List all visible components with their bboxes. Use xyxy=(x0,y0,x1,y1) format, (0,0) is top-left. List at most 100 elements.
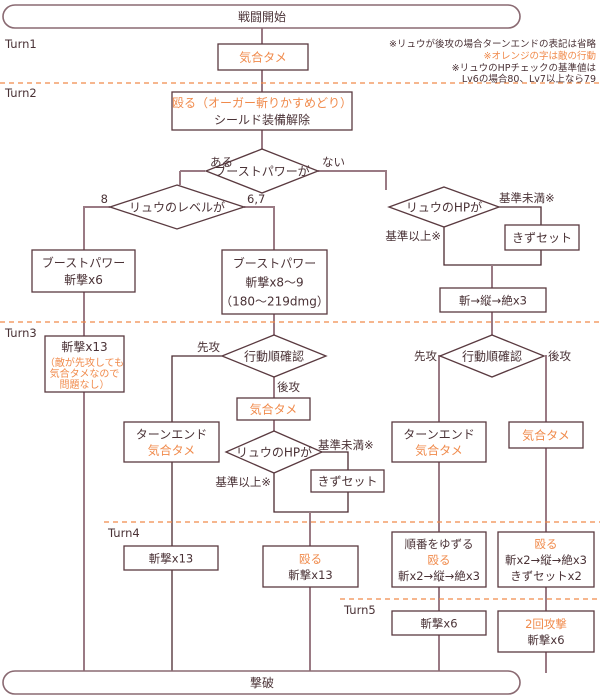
enemy-action-text: 殴る xyxy=(428,553,451,567)
process-box-shape xyxy=(217,43,309,71)
process-box-c-second-charge: 気合タメ xyxy=(508,421,584,449)
decision-boost-decision: ブーストパワーが xyxy=(204,148,320,194)
connector-order-c-second xyxy=(545,355,547,422)
edge-label-order-first-c: 先攻 xyxy=(414,349,437,363)
process-box-shape xyxy=(439,287,547,313)
player-action-text: ブーストパワー xyxy=(233,256,316,271)
decision-hp-decision-a: リュウのHPが xyxy=(387,186,501,228)
process-box-shape xyxy=(391,531,487,588)
enemy-action-text: 気合タメ xyxy=(415,443,463,458)
player-action-text: ターンエンド xyxy=(136,428,207,442)
edge-label-hp-above-b: 基準以上※ xyxy=(215,475,271,489)
connector-order-b-first xyxy=(171,355,222,422)
enemy-action-text: （敵が先攻しても xyxy=(45,356,124,369)
edge-label-hp-below-a: 基準未満※ xyxy=(499,191,555,205)
connector-hp-b-below xyxy=(320,451,349,470)
enemy-action-text: 気合タメ xyxy=(250,402,298,417)
edge-label-order-second-b: 後攻 xyxy=(277,380,300,394)
player-action-text: 斬撃x6 xyxy=(64,272,103,287)
process-box-shape xyxy=(44,335,125,393)
process-box-shape xyxy=(310,469,385,493)
process-box-t4-b-first: 斬撃x13 xyxy=(123,545,219,571)
player-action-text: 順番をゆずる xyxy=(405,537,474,551)
note-hp-threshold: ※リュウのHPチェックの基準値は xyxy=(452,62,597,74)
decision-question: 行動順確認 xyxy=(244,349,304,364)
player-action-text: 斬撃x6 xyxy=(527,633,564,647)
edge-label-level-8: 8 xyxy=(101,192,108,206)
start-label: 戦闘開始 xyxy=(238,10,286,24)
edge-label-level-67: 6,7 xyxy=(247,192,265,206)
process-box-shape xyxy=(391,421,487,463)
decision-order-decision-c: 行動順確認 xyxy=(438,334,546,378)
connector-level-8 xyxy=(83,206,110,250)
turn-label-3: Turn3 xyxy=(4,326,37,340)
process-box-shape xyxy=(504,224,580,251)
turn-dividers xyxy=(0,82,600,600)
edge-label-hp-above-a: 基準以上※ xyxy=(385,229,441,243)
edge-label-order-first-b: 先攻 xyxy=(197,340,220,354)
edge-label-boost-no: ない xyxy=(322,155,345,169)
connector-order-c-first xyxy=(438,355,442,422)
enemy-action-text: 殴る（オーガー斬りかすめどり） xyxy=(172,96,352,110)
process-box-combo-a: 斬→縦→絶x3 xyxy=(439,287,547,313)
decision-question: リュウのHPが xyxy=(236,445,312,460)
player-action-text: 斬撃x13 xyxy=(61,339,107,354)
enemy-action-text: 問題なし） xyxy=(60,379,110,391)
legend-notes: ※リュウが後攻の場合ターンエンドの表記は省略 ※オレンジの字は敵の行動 ※リュウ… xyxy=(389,38,596,85)
player-action-text: シールド装備解除 xyxy=(214,112,310,127)
player-action-text: （180〜219dmg） xyxy=(220,295,329,309)
decision-diamond-shape xyxy=(204,148,320,194)
player-action-text: ターンエンド xyxy=(403,428,474,442)
process-box-kizu-a: きずセット xyxy=(504,224,580,251)
decision-diamond-shape xyxy=(224,430,324,474)
enemy-action-text: 殴る xyxy=(535,537,558,551)
turn-label-1: Turn1 xyxy=(4,37,37,51)
player-action-text: きずセット xyxy=(512,231,572,245)
decision-diamond-shape xyxy=(220,334,328,378)
player-action-text: 斬x2→縦→絶x3 xyxy=(505,553,587,567)
connector-level-67 xyxy=(244,206,275,250)
player-action-text: 斬撃x8〜9 xyxy=(245,275,303,290)
decision-diamond-shape xyxy=(438,334,546,378)
player-action-text: きずセットx2 xyxy=(510,569,582,583)
player-action-text: 斬撃x13 xyxy=(149,551,193,565)
note-turnend-omitted: ※リュウが後攻の場合ターンエンドの表記は省略 xyxy=(389,38,596,50)
start-terminal-shape xyxy=(2,4,521,29)
enemy-action-text: 気合タメ xyxy=(148,443,196,458)
player-action-text: 斬→縦→絶x3 xyxy=(459,293,527,307)
decision-question: リュウのレベルが xyxy=(129,200,225,215)
edge-label-order-second-c: 後攻 xyxy=(548,349,571,363)
enemy-action-text: 気合タメ xyxy=(522,428,570,443)
enemy-action-text: 気合タメなので xyxy=(50,367,120,380)
end-terminal-shape xyxy=(2,670,521,695)
decision-level-decision: リュウのレベルが xyxy=(107,184,247,230)
enemy-action-text: 殴る xyxy=(299,552,322,566)
start-terminal: 戦闘開始 xyxy=(2,4,521,29)
process-box-shape xyxy=(508,421,584,449)
player-action-text: ブーストパワー xyxy=(42,255,125,270)
process-box-kizu-b: きずセット xyxy=(310,469,385,493)
process-box-shape xyxy=(236,397,311,421)
flowchart-nodes: 気合タメ殴る（オーガー斬りかすめどり）シールド装備解除ブーストパワー斬撃x6ブー… xyxy=(31,43,595,653)
process-box-shape xyxy=(31,249,136,293)
player-action-text: 斬撃x6 xyxy=(420,616,457,630)
end-label: 撃破 xyxy=(250,675,274,690)
process-box-shape xyxy=(221,249,328,315)
process-box-shape xyxy=(497,610,595,653)
turn-labels: Turn1 Turn2 Turn3 Turn4 Turn5 xyxy=(4,37,376,617)
turn-label-2: Turn2 xyxy=(4,86,37,100)
process-box-t2-attack: 殴る（オーガー斬りかすめどり） シールド装備解除 xyxy=(171,91,353,131)
player-action-text: 斬x2→縦→絶x3 xyxy=(398,569,480,583)
note-orange-enemy: ※オレンジの字は敵の行動 xyxy=(484,50,596,62)
decision-hp-decision-b: リュウのHPが xyxy=(224,430,324,474)
player-action-text: きずセット xyxy=(317,475,377,489)
note-hp-threshold-values: Lv6の場合80、Lv7以上なら79 xyxy=(462,73,596,85)
